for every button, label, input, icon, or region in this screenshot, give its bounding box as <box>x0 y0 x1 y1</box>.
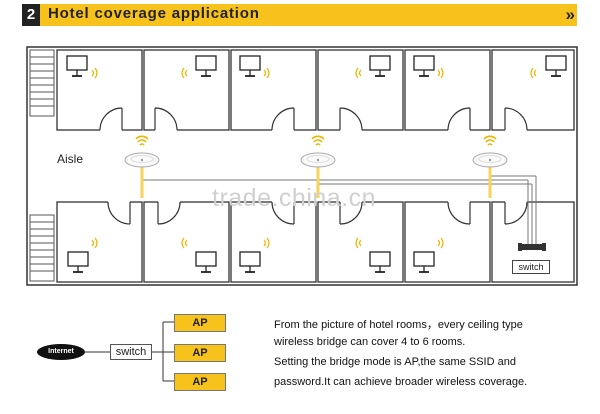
legend-connectors <box>85 321 174 382</box>
chevron-right-icon: » <box>565 5 576 24</box>
legend-ap-box: AP <box>174 344 226 362</box>
stairs-top <box>29 49 55 117</box>
room-computer-icon <box>67 237 444 273</box>
ceiling-ap-device <box>124 135 508 168</box>
stairs-bottom <box>29 214 55 282</box>
description-line: From the picture of hotel rooms，every ce… <box>274 319 523 331</box>
legend-ap-box: AP <box>174 373 226 391</box>
description-line: Setting the bridge mode is AP,the same S… <box>274 356 516 368</box>
legend-ap-box: AP <box>174 314 226 332</box>
section-number-badge: 2 <box>22 4 40 26</box>
watermark-text: trade.china.cn <box>212 184 377 212</box>
switch-connector <box>520 244 544 250</box>
description-line: password.It can achieve broader wireless… <box>274 376 528 388</box>
section-header: 2 Hotel coverage application » <box>22 4 577 26</box>
aisle-label: Aisle <box>57 152 84 166</box>
legend-switch-box: switch <box>110 344 152 360</box>
description-line: wireless bridge can cover 4 to 6 rooms. <box>274 336 466 348</box>
plan-switch-label: switch <box>512 260 550 274</box>
internet-cloud-label: Internet <box>37 344 85 360</box>
section-title: Hotel coverage application <box>48 5 260 22</box>
